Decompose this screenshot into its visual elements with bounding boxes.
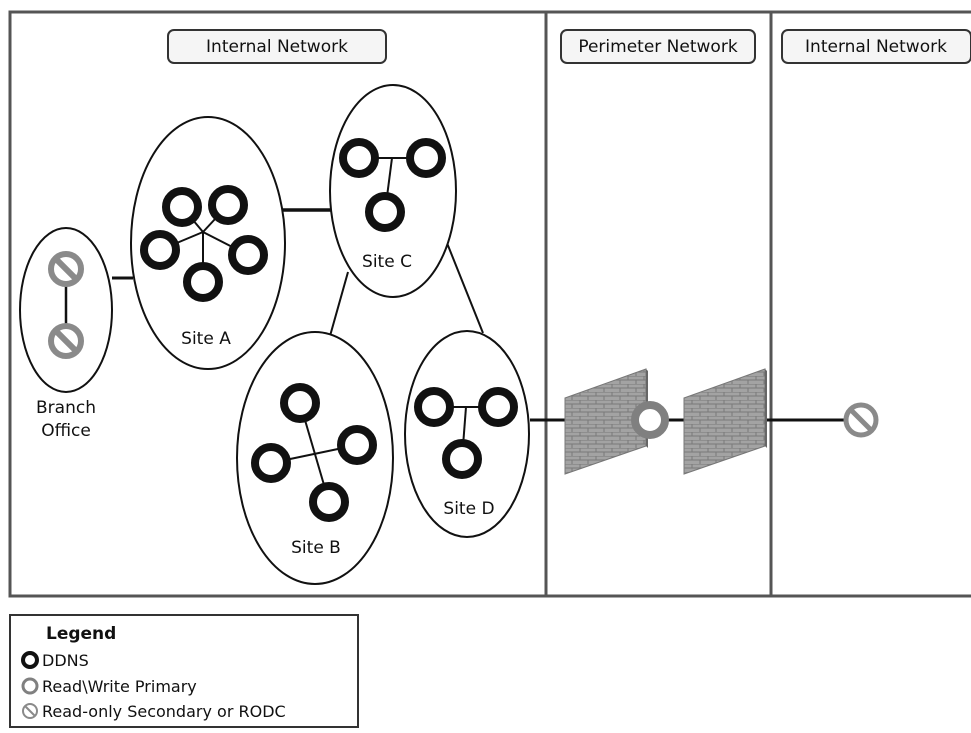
read-only-rodc-icon [843,402,879,438]
firewall-icon [564,368,648,475]
site-label-branch: Branch [36,398,96,418]
ddns-server-icon [140,230,180,270]
ddns-server-icon [228,235,268,275]
zone-title-text: Perimeter Network [578,37,737,57]
legend-item-ddns: DDNS [42,651,89,670]
ddns-server-icon [478,387,518,427]
ddns-server-icon [251,443,291,483]
ddns-server-icon [337,425,377,465]
site-c-servers [339,138,446,232]
legend: Legend DDNS Read\Write Primary Read-only… [9,614,359,728]
site-b [236,331,394,585]
diagram-frame [8,10,971,598]
legend-item-rw-primary: Read\Write Primary [42,677,197,696]
site-label-a: Site A [181,329,231,349]
legend-title: Legend [46,624,116,644]
site-c [329,84,457,298]
firewall-icon [683,368,767,475]
ddns-server-icon [183,262,223,302]
link-site-c-site-b [329,271,349,337]
zone-title-text: Internal Network [805,37,947,57]
read-only-rodc-icon [48,251,84,287]
site-label-branch-line2: Office [41,421,91,441]
zone-title-internal-right: Internal Network [781,29,971,64]
site-a [130,116,286,370]
site-d [404,330,530,538]
ddns-server-icon [280,383,320,423]
read-write-primary-icon [21,677,39,695]
ddns-server-icon [309,482,349,522]
ddns-server-icon [208,185,248,225]
ddns-server-icon [339,138,379,178]
site-d-servers [414,387,518,479]
zone-title-perimeter: Perimeter Network [560,29,756,64]
read-write-primary-icon [631,401,669,439]
link-site-c-site-d [446,242,484,334]
read-only-rodc-icon [22,703,38,719]
read-only-rodc-icon [48,323,84,359]
site-label-b: Site B [291,538,341,558]
zone-title-text: Internal Network [206,37,348,57]
ddns-server-icon [162,187,202,227]
branch-office-servers [48,251,84,359]
ddns-server-icon [442,439,482,479]
zone-borders [8,10,971,598]
site-b-servers [251,383,377,522]
site-label-d: Site D [443,499,494,519]
zone-title-internal-left: Internal Network [167,29,387,64]
legend-item-ro-secondary: Read-only Secondary or RODC [42,702,286,721]
ddns-server-icon [414,387,454,427]
ddns-server-icon [21,651,39,669]
ddns-server-icon [365,192,405,232]
ddns-server-icon [406,138,446,178]
site-a-servers [140,185,268,302]
site-label-c: Site C [362,252,412,272]
legend-box [9,614,359,728]
